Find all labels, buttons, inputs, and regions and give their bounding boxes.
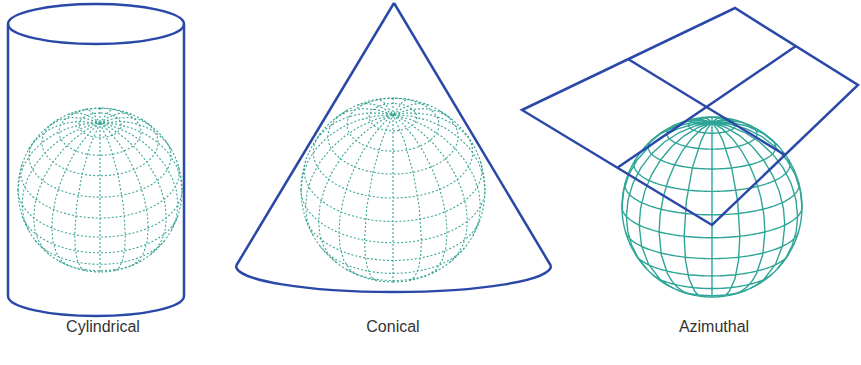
projection-plane — [522, 8, 858, 225]
cylinder-top — [8, 4, 184, 44]
globe-outline — [18, 108, 182, 272]
globes — [18, 98, 802, 297]
globe — [18, 108, 182, 272]
graticule — [18, 108, 182, 272]
graticule — [622, 117, 802, 297]
projection-label: Azimuthal — [679, 318, 749, 336]
globe — [622, 117, 802, 297]
cone-side — [236, 3, 551, 266]
projection-label: Cylindrical — [66, 318, 140, 336]
globe-outline — [622, 117, 802, 297]
projection-label: Conical — [366, 318, 419, 336]
cylinder-side — [183, 24, 186, 296]
graticule — [301, 98, 485, 282]
globe-outline — [301, 98, 485, 282]
globe — [301, 98, 485, 282]
cylinder-bottom — [8, 296, 184, 316]
cylinder-side — [7, 24, 10, 296]
plane-axis — [617, 46, 796, 168]
